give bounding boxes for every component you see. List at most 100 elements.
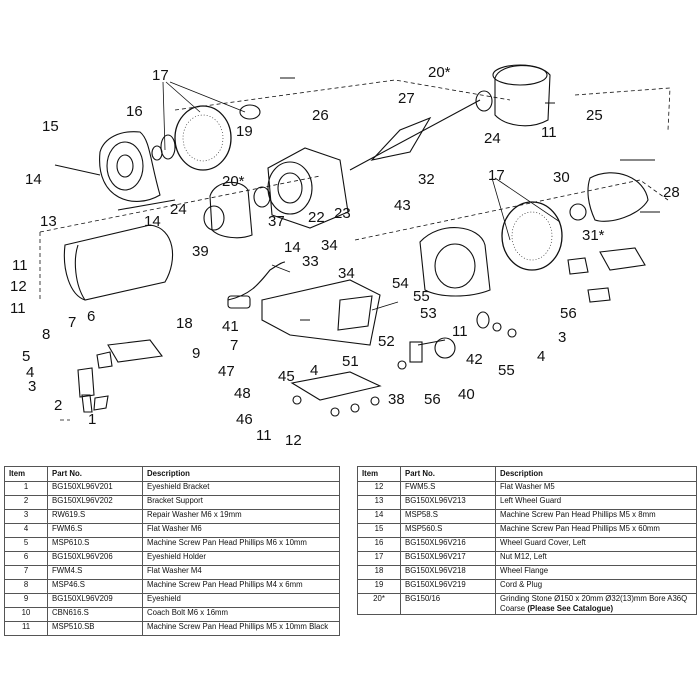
callout-32: 32 [418,171,435,188]
description-text: Eyeshield Holder [147,552,206,561]
motor-housing [267,147,349,229]
description-text: Wheel Flange [500,566,549,575]
description-note: (Please See Catalogue) [527,603,614,613]
callout-12d: 11 [256,427,272,444]
cell-description: Wheel Flange [495,565,697,580]
callout-42: 42 [466,351,483,368]
cell-description: Left Wheel Guard [495,495,697,510]
callout-11b: 12 [285,432,302,449]
description-text: Flat Washer M6 [147,524,202,533]
cell-part-no: BG150XL96V213 [400,495,496,510]
wheel-guard-cover-left [99,131,161,202]
cell-part-no: CBN616.S [47,607,143,622]
cell-part-no: MSP610.S [47,537,143,552]
cell-description: Cord & Plug [495,579,697,594]
description-text: Left Wheel Guard [500,496,562,505]
table-header-row: Item Part No. Description [357,466,697,482]
description-text: Bracket Support [147,496,203,505]
description-text: Machine Screw Pan Head Phillips M6 x 10m… [147,538,307,547]
description-text: Cord & Plug [500,580,543,589]
cell-description: Machine Screw Pan Head Phillips M5 x 10m… [142,621,340,636]
callout-3b: 3 [28,378,36,395]
callout-47: 46 [236,411,253,428]
callout-49: 51 [342,353,359,370]
callout-33: 33 [302,253,319,270]
eyeshield-right [599,247,646,271]
callout-46: 47 [218,363,235,380]
callout-12b: 11 [12,257,28,274]
right-wheel-guard [419,227,491,297]
cell-description: Coach Bolt M6 x 16mm [142,607,340,622]
cell-item: 17 [357,551,401,566]
callout-8: 8 [42,326,50,343]
callout-56: 56 [424,391,441,408]
description-text: Machine Screw Pan Head Phillips M4 x 6mm [147,580,303,589]
cell-description: Eyeshield Bracket [142,481,340,496]
callout-45: 45 [278,368,295,385]
callout-18: 17 [152,67,169,84]
callout-50: 52 [378,333,395,350]
cell-part-no: BG150XL96V201 [47,481,143,496]
callout-4b: 4 [537,348,545,365]
end-cover-right [494,65,551,127]
cell-part-no: FWM4.S [47,565,143,580]
cell-part-no: BG150XL96V202 [47,495,143,510]
cell-description: Nut M12, Left [495,551,697,566]
eyeshield-left [107,339,164,363]
cell-item: 19 [357,579,401,594]
callout-31: 31* [582,227,605,244]
cell-item: 3 [4,509,48,524]
callout-55: 56 [560,305,577,322]
callout-14a: 14 [144,213,161,230]
callout-6: 6 [87,308,95,325]
cell-part-no: FWM5.S [400,481,496,496]
callout-30: 30 [553,169,570,186]
callout-48: 48 [234,385,251,402]
callout-52: 54 [392,275,409,292]
callout-19: 18 [176,315,193,332]
callout-27b: 24 [170,201,187,218]
callout-14b: 14 [284,239,301,256]
cell-item: 16 [357,537,401,552]
callout-13: 13 [40,213,57,230]
cell-part-no: BG150/16 [400,593,496,615]
callout-7b: 7 [230,337,238,354]
description-text: Machine Screw Pan Head Phillips M5 x 60m… [500,524,660,533]
cell-item: 13 [357,495,401,510]
cell-part-no: BG150XL96V216 [400,537,496,552]
callout-2: 2 [54,397,62,414]
callout-12c: 11 [452,323,468,340]
cord-and-plug [227,261,286,301]
description-text: Machine Screw Pan Head Phillips M5 x 8mm [500,510,656,519]
callout-10: 11 [10,300,26,317]
part-callouts: 17 16 15 14 19 26 27 20* 24 25 11 20* 24… [10,64,680,449]
diagram-canvas: 17 16 15 14 19 26 27 20* 24 25 11 20* 24… [10,64,680,449]
cell-item: 2 [4,495,48,510]
cell-item: 8 [4,579,48,594]
cell-item: 7 [4,565,48,580]
cell-description: Machine Screw Pan Head Phillips M5 x 60m… [495,523,697,538]
cell-item: 14 [357,509,401,524]
exploded-parts-diagram: 17 16 15 14 19 26 27 20* 24 25 11 20* 24… [10,64,680,449]
cell-item: 11 [4,621,48,636]
cell-part-no: MSP58.S [400,509,496,524]
grinding-stone-left [174,105,232,171]
callout-39: 39 [192,243,209,260]
callout-9: 9 [192,345,200,362]
callout-53: 55 [413,288,430,305]
cell-item: 10 [4,607,48,622]
cell-item: 1 [4,481,48,496]
callout-15: 14 [25,171,42,188]
cell-description: Grinding Stone Ø150 x 20mm Ø32(13)mm Bor… [495,593,697,615]
